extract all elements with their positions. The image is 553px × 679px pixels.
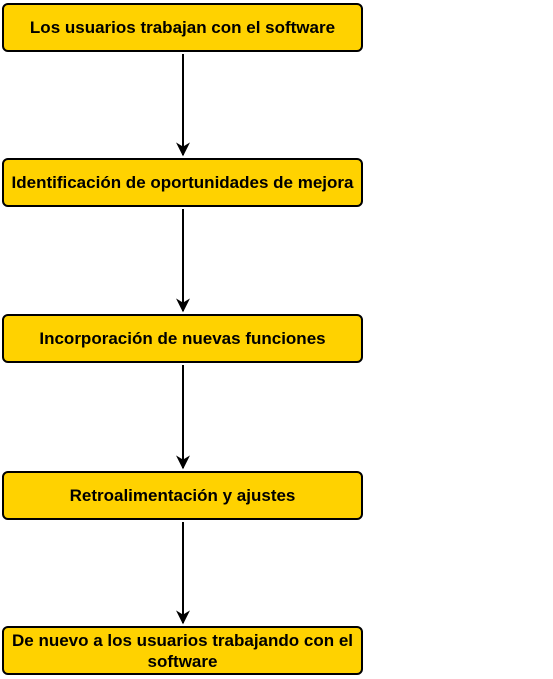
step-label: Identificación de oportunidades de mejor… xyxy=(11,173,354,192)
step-label: Retroalimentación y ajustes xyxy=(69,486,296,505)
step-users-work-with-software: Los usuarios trabajan con el software xyxy=(2,3,363,52)
step-label: Los usuarios trabajan con el software xyxy=(29,18,336,37)
step-label: De nuevo a los usuarios trabajando con e… xyxy=(11,630,354,671)
step-feedback-and-adjustments: Retroalimentación y ajustes xyxy=(2,471,363,520)
step-identify-improvement-opportunities: Identificación de oportunidades de mejor… xyxy=(2,158,363,207)
step-label: Incorporación de nuevas funciones xyxy=(39,329,326,348)
step-add-new-features: Incorporación de nuevas funciones xyxy=(2,314,363,363)
step-back-to-users: De nuevo a los usuarios trabajando con e… xyxy=(2,626,363,675)
